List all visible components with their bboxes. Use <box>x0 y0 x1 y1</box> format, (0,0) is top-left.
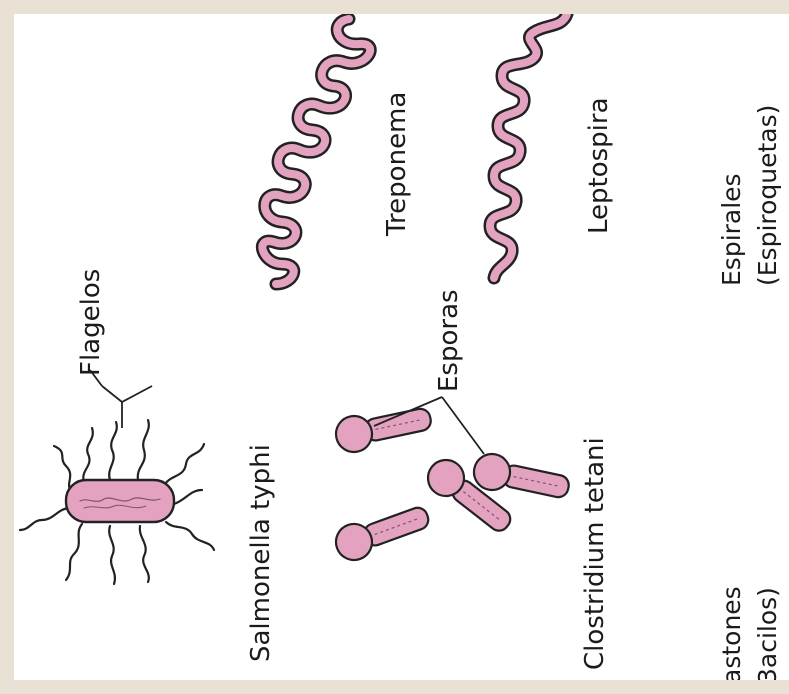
label-esporas: Esporas <box>434 289 464 392</box>
label-bastones: astones <box>714 586 750 680</box>
flagellum <box>109 422 117 480</box>
label-leptospira: Leptospira <box>584 97 614 234</box>
spore-cell <box>333 400 434 455</box>
flagelos-pointer <box>90 370 152 428</box>
flagellum <box>20 508 70 530</box>
spore-cell <box>331 498 434 565</box>
label-bacilos: 3acilos) <box>750 586 786 680</box>
label-clostridium-tetani: Clostridium tetani <box>580 437 610 670</box>
flagellum <box>109 526 115 584</box>
label-flagelos: Flagelos <box>76 269 106 376</box>
label-treponema: Treponema <box>382 92 412 236</box>
flagellum <box>164 444 204 486</box>
flagellum <box>54 446 72 492</box>
salmonella-bacterium <box>20 420 214 584</box>
flagellum <box>138 420 149 480</box>
label-espirales-espiroquetas: Espirales (Espiroquetas) <box>714 105 786 286</box>
diagram-panel: Flagelos Salmonella typhi Esporas Clostr… <box>14 14 789 680</box>
flagellum <box>66 524 82 580</box>
flagellum <box>140 526 149 582</box>
label-espirales: Espirales <box>714 105 750 286</box>
label-salmonella-typhi: Salmonella typhi <box>246 444 276 662</box>
flagellum <box>166 522 214 550</box>
clostridium-bacteria <box>331 400 572 565</box>
label-bastones-bacilos: astones 3acilos) <box>714 586 786 680</box>
flagellum <box>174 490 202 504</box>
salmonella-cell <box>66 480 174 522</box>
label-espiroquetas: (Espiroquetas) <box>750 105 786 286</box>
flagellum <box>83 428 93 482</box>
